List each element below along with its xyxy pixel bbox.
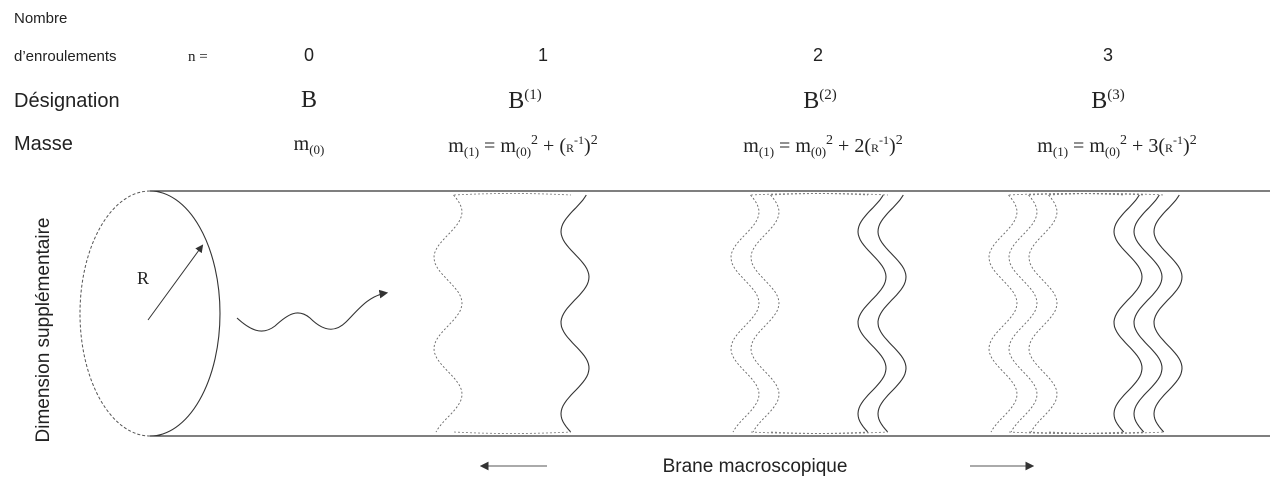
n-equals-label: n = bbox=[188, 49, 208, 65]
mass-formula-2: m(1) = m(0)2 + 2(R-1)2 bbox=[743, 133, 903, 159]
winding-label-line1: Nombre bbox=[14, 10, 68, 27]
wrap-3-loop-3-top-join bbox=[1048, 193, 1165, 196]
winding-number-2: 2 bbox=[812, 45, 824, 65]
wrap-3-loop-2-back bbox=[1008, 194, 1038, 433]
wrap-2-loop-2-bot-join bbox=[770, 431, 889, 434]
wrap-2-loop-1-front bbox=[857, 194, 887, 433]
wrap-2-loop-2-front bbox=[877, 194, 907, 433]
wrap-1-loop-1-back bbox=[433, 194, 463, 433]
mass-formula-0: m(0) bbox=[293, 133, 325, 157]
wrap-3-loop-3-bot-join bbox=[1048, 431, 1165, 434]
designation-0: B bbox=[300, 87, 318, 113]
wrap-2-loop-1-back bbox=[730, 194, 760, 433]
cylinder-cap-back bbox=[79, 190, 151, 437]
wrap-3-loop-2-front bbox=[1133, 194, 1163, 433]
radius-arrow bbox=[147, 244, 204, 321]
wrap-3-loop-1-front bbox=[1113, 194, 1143, 433]
designation-3: B(3) bbox=[1091, 87, 1125, 114]
designation-2: B(2) bbox=[803, 87, 837, 114]
wrap-2-loop-1-top-join bbox=[750, 193, 869, 196]
vertical-axis-label: Dimension supplémentaire bbox=[33, 217, 54, 443]
wrap-2-loop-1-bot-join bbox=[750, 431, 869, 434]
particle-wave-arrow bbox=[236, 289, 389, 332]
wrap-1-loop-1-top-join bbox=[453, 193, 572, 196]
mass-formula-1: m(1) = m(0)2 + (R-1)2 bbox=[448, 133, 598, 159]
designation-label: Désignation bbox=[14, 90, 120, 112]
cylinder-cap-front bbox=[149, 190, 221, 437]
winding-number-3: 3 bbox=[1102, 45, 1114, 65]
wrap-1-loop-1-front bbox=[560, 194, 590, 433]
wrap-2-loop-2-top-join bbox=[770, 193, 889, 196]
winding-number-1: 1 bbox=[537, 45, 549, 65]
winding-label-line2: d’enroulements bbox=[14, 48, 117, 65]
wrap-3-loop-3-front bbox=[1153, 194, 1183, 433]
designation-1: B(1) bbox=[508, 87, 542, 114]
wrapped-strings bbox=[433, 193, 1183, 434]
mass-formula-3: m(1) = m(0)2 + 3(R-1)2 bbox=[1037, 133, 1197, 159]
mass-label: Masse bbox=[14, 133, 73, 155]
wrap-1-loop-1-bot-join bbox=[453, 431, 572, 434]
wrap-3-loop-1-back bbox=[988, 194, 1018, 433]
radius-label: R bbox=[137, 268, 150, 288]
horizontal-axis-label: Brane macroscopique bbox=[662, 456, 848, 477]
wrap-2-loop-2-back bbox=[750, 194, 780, 433]
wrap-3-loop-3-back bbox=[1028, 194, 1058, 433]
winding-number-0: 0 bbox=[303, 45, 315, 65]
